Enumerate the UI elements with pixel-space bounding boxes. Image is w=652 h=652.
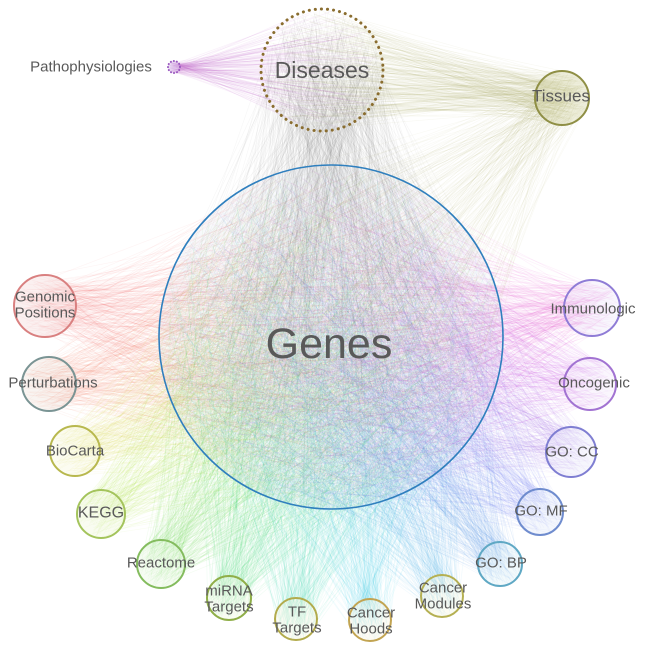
label-tf_targets-line1: TF bbox=[288, 604, 306, 621]
node-perturbations[interactable] bbox=[21, 356, 77, 412]
edge-bundle-biocarta-genes bbox=[51, 168, 498, 507]
edge-bundle-go_mf-genes bbox=[165, 173, 563, 534]
labels-layer: Genes Diseases PathophysiologiesTissuesGen… bbox=[8, 57, 636, 637]
label-go_bp: GO: BP bbox=[475, 555, 527, 572]
node-go_bp[interactable] bbox=[477, 541, 523, 587]
node-biocarta[interactable] bbox=[49, 425, 101, 477]
edge-bundle-kegg-genes bbox=[78, 169, 502, 538]
label-oncogenic: Oncogenic bbox=[558, 375, 630, 392]
node-reactome[interactable] bbox=[136, 539, 186, 589]
label-biocarta: BioCarta bbox=[46, 443, 105, 460]
label-cancer_modules-line2: Modules bbox=[415, 595, 472, 612]
nodes-layer bbox=[13, 7, 621, 642]
edge-bundle-mirna_targets-genes bbox=[161, 176, 496, 618]
node-mirna_targets[interactable] bbox=[206, 575, 252, 621]
node-cancer_modules[interactable] bbox=[420, 574, 464, 618]
label-kegg: KEGG bbox=[78, 505, 124, 522]
label-diseases: Diseases bbox=[275, 57, 370, 83]
edges-layer bbox=[15, 9, 620, 641]
label-cancer_hoods-line1: Cancer bbox=[347, 605, 395, 622]
label-tf_targets-line2: Targets bbox=[272, 619, 321, 636]
node-genes[interactable] bbox=[158, 164, 504, 510]
node-tf_targets[interactable] bbox=[274, 597, 318, 641]
node-diseases[interactable] bbox=[259, 7, 385, 133]
edge-bundle-reactome-genes bbox=[138, 170, 500, 589]
edge-bundle-cancer_modules-genes bbox=[163, 168, 493, 617]
label-go_mf: GO: MF bbox=[514, 503, 567, 520]
edge-bundle-immunologic-genes bbox=[161, 170, 620, 508]
node-oncogenic[interactable] bbox=[563, 357, 617, 411]
node-immunologic[interactable] bbox=[563, 279, 621, 337]
node-cancer_hoods[interactable] bbox=[348, 598, 392, 642]
edge-bundle-tissues-diseases bbox=[263, 10, 588, 131]
node-genomic_positions[interactable] bbox=[13, 274, 77, 338]
node-kegg[interactable] bbox=[76, 489, 126, 539]
edge-bundle-go_bp-genes bbox=[165, 170, 523, 586]
label-go_cc: GO: CC bbox=[545, 444, 599, 461]
edge-bundle-cancer_hoods-genes bbox=[163, 167, 502, 641]
label-mirna_targets-line2: Targets bbox=[204, 598, 253, 615]
label-genomic_positions-line1: Genomic bbox=[15, 289, 76, 306]
label-cancer_modules-line1: Cancer bbox=[419, 580, 467, 597]
edge-bundle-oncogenic-genes bbox=[161, 167, 614, 503]
edge-bundle-tissues-genes bbox=[165, 71, 589, 499]
label-mirna_targets-line1: miRNA bbox=[205, 583, 253, 600]
label-tissues: Tissues bbox=[532, 87, 590, 106]
label-immunologic: Immunologic bbox=[550, 301, 636, 318]
edge-bundle-perturbations-genes bbox=[22, 167, 486, 509]
edge-bundle-pathophysiologies-diseases bbox=[168, 10, 378, 129]
edge-bundle-go_cc-genes bbox=[166, 167, 596, 505]
node-go_mf[interactable] bbox=[516, 488, 564, 536]
label-reactome: Reactome bbox=[127, 555, 195, 572]
edge-bundle-genomic_positions-genes bbox=[15, 170, 500, 497]
label-pathophysiologies: Pathophysiologies bbox=[30, 59, 152, 76]
label-genomic_positions-line2: Positions bbox=[15, 304, 76, 321]
label-genes: Genes bbox=[266, 320, 393, 368]
label-perturbations: Perturbations bbox=[8, 375, 97, 392]
node-tissues[interactable] bbox=[534, 70, 590, 126]
node-go_cc[interactable] bbox=[545, 426, 597, 478]
edge-bundle-diseases-genes bbox=[160, 9, 501, 506]
label-cancer_hoods-line2: Hoods bbox=[349, 620, 392, 637]
node-pathophysiologies[interactable] bbox=[167, 60, 181, 74]
